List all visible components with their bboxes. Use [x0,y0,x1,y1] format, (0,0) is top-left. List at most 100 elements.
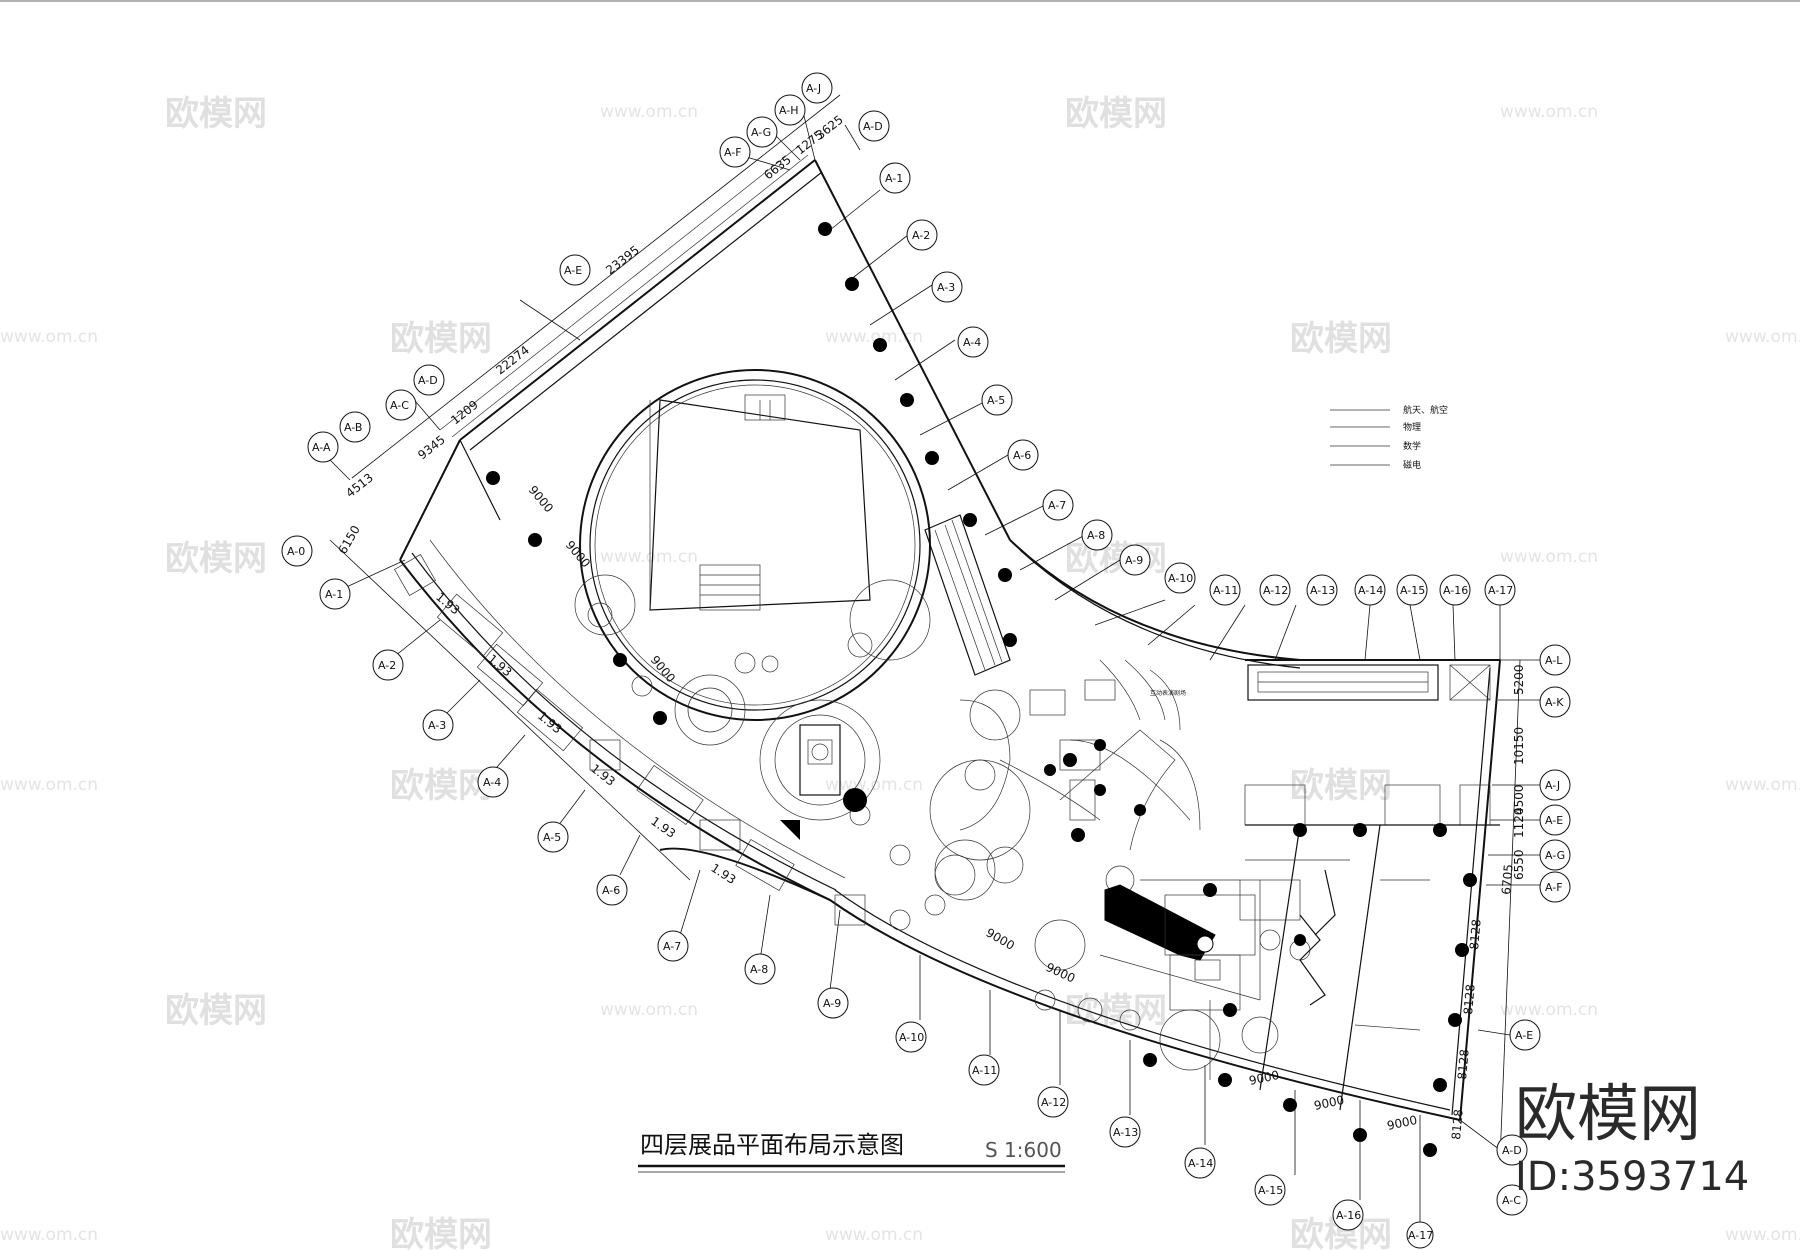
watermark-brand: 欧模网 [165,94,267,134]
grid-label-ne-a-7: A-7 [1048,499,1066,512]
grid-label-a-a: A-A [312,441,331,454]
grid-label-e-a-g: A-G [1545,849,1565,862]
dim-inner-5: 9000 [1044,960,1078,986]
grid-label-s-a-9: A-9 [823,997,841,1010]
grid-label-s-a-10: A-10 [899,1031,924,1044]
grid-label-e-a-k: A-K [1545,696,1564,709]
grid-label-a-d: A-D [418,374,438,387]
grid-label-s-a-6: A-6 [602,884,620,897]
dim-east-10150: 10150 [1512,727,1526,765]
dim-west-6: 1.93 [708,861,738,887]
grid-label-ne-a-9: A-9 [1125,554,1143,567]
grid-label-s-a-11: A-11 [972,1064,997,1077]
grid-label-a-d-top: A-D [863,120,883,133]
watermark-url: www.om.cn [600,547,698,567]
grid-label-a-0: A-0 [287,545,305,558]
watermark-brand: 欧模网 [165,991,267,1031]
central-exhibits [574,574,1311,1071]
watermark-brand: 欧模网 [390,319,492,359]
dim-1209: 1209 [448,398,481,428]
grid-label-s-a-12: A-12 [1041,1096,1066,1109]
grid-label-s-a-16: A-16 [1336,1209,1361,1222]
watermark-url: www.om.cn [0,1225,98,1245]
grid-label-ne-a-12: A-12 [1263,584,1288,597]
grid-label-ne-a-3: A-3 [937,281,955,294]
dim-23395: 23395 [603,243,642,278]
grid-label-a-c: A-C [390,399,409,412]
drawing-title: 四层展品平面布局示意图 [640,1131,904,1159]
grid-label-e-a-j: A-J [1545,779,1560,792]
dim-east-4500: 4500 [1512,784,1526,815]
grid-label-a-h: A-H [779,104,799,117]
grid-label-e-a-e2: A-E [1515,1029,1533,1042]
grid-label-a-e: A-E [564,264,582,277]
grid-label-a-b: A-B [344,421,362,434]
dim-west-5: 1.93 [648,814,678,841]
grid-label-s-a-2: A-2 [378,659,396,672]
grid-bubbles-south: A-1 A-2 A-3 A-4 A-5 A-6 A-7 A-8 A-9 A-10… [319,539,1434,1249]
grid-label-a-f: A-F [724,146,742,159]
grid-label-ne-a-4: A-4 [963,336,981,349]
grid-label-a-g: A-G [751,126,771,139]
room-label-theatre: 互动表演剧场 [1150,689,1186,697]
watermark-brand: 欧模网 [1065,991,1167,1031]
grid-label-e-a-l: A-L [1545,654,1563,667]
watermark-brand: 欧模网 [1290,319,1392,359]
watermark-layer: 欧模网 www.om.cn 欧模网 www.om.cn www.om.cn 欧模… [0,94,1800,1250]
grid-label-ne-a-14: A-14 [1358,584,1383,597]
drawing-scale: S 1:600 [985,1138,1062,1162]
watermark-brand: 欧模网 [1065,94,1167,134]
escalator-north [924,514,1011,676]
dim-east-8128-3: 8128 [1455,1049,1472,1081]
dim-4513: 4513 [343,471,376,501]
watermark-url: www.om.cn [1725,775,1800,795]
grid-label-s-a-3: A-3 [428,719,446,732]
dim-east-8128-2: 8128 [1461,984,1478,1016]
grid-label-ne-a-2: A-2 [912,229,930,242]
watermark-brand: 欧模网 [1065,539,1167,579]
grid-label-ne-a-15: A-15 [1400,584,1425,597]
south-rooms [1099,869,1336,1080]
watermark-brand: 欧模网 [390,766,492,806]
watermark-url: www.om.cn [600,102,698,122]
grid-label-s-a-15: A-15 [1258,1184,1283,1197]
structural-columns [486,222,1477,1157]
dim-6635: 6635 [761,153,794,183]
dim-9345: 9345 [415,433,448,463]
dim-east-5200: 5200 [1512,664,1526,695]
dim-inner-2: 9000 [563,538,593,570]
watermark-brand: 欧模网 [1290,766,1392,806]
grid-label-s-a-4: A-4 [483,776,501,789]
grid-bubbles-top: A-J A-H A-G A-F A-D A-E A-D A-C A-B A-A … [281,72,890,567]
dome-theatre [579,369,931,721]
dim-east-8128-1: 8128 [1467,919,1484,951]
grid-label-s-a-13: A-13 [1113,1126,1138,1139]
watermark-url: www.om.cn [1500,102,1598,122]
drawing-title-block: 四层展品平面布局示意图 S 1:600 [638,1131,1065,1173]
grid-label-ne-a-1: A-1 [885,172,903,185]
east-block [1244,784,1500,1111]
building-outline [399,159,1501,1121]
dim-3625: 3625 [813,113,846,143]
grid-label-e-a-c: A-C [1502,1194,1521,1207]
watermark-url: www.om.cn [1725,327,1800,347]
grid-label-e-a-d: A-D [1502,1144,1522,1157]
grid-label-s-a-14: A-14 [1188,1157,1213,1170]
watermark-url: www.om.cn [600,1000,698,1020]
grid-label-a-j: A-J [806,82,821,95]
grid-label-ne-a-11: A-11 [1213,584,1238,597]
watermark-url: www.om.cn [1725,1225,1800,1245]
dim-inner-7: 9000 [1313,1093,1346,1113]
watermark-url: www.om.cn [1500,1000,1598,1020]
dim-inner-8: 9000 [1386,1113,1419,1133]
escalator-east [1247,664,1491,701]
grid-label-ne-a-13: A-13 [1310,584,1335,597]
dim-inner-1: 9000 [526,483,556,515]
watermark-url: www.om.cn [1500,547,1598,567]
dim-east-6550: 6550 [1512,849,1526,880]
legend-label-electromagnetism: 磁电 [1403,459,1421,471]
dim-east-8128-4: 8128 [1449,1109,1466,1141]
brand-name: 欧模网 [1515,1077,1701,1150]
grid-label-s-a-7: A-7 [663,940,681,953]
grid-label-s-a-8: A-8 [750,963,768,976]
